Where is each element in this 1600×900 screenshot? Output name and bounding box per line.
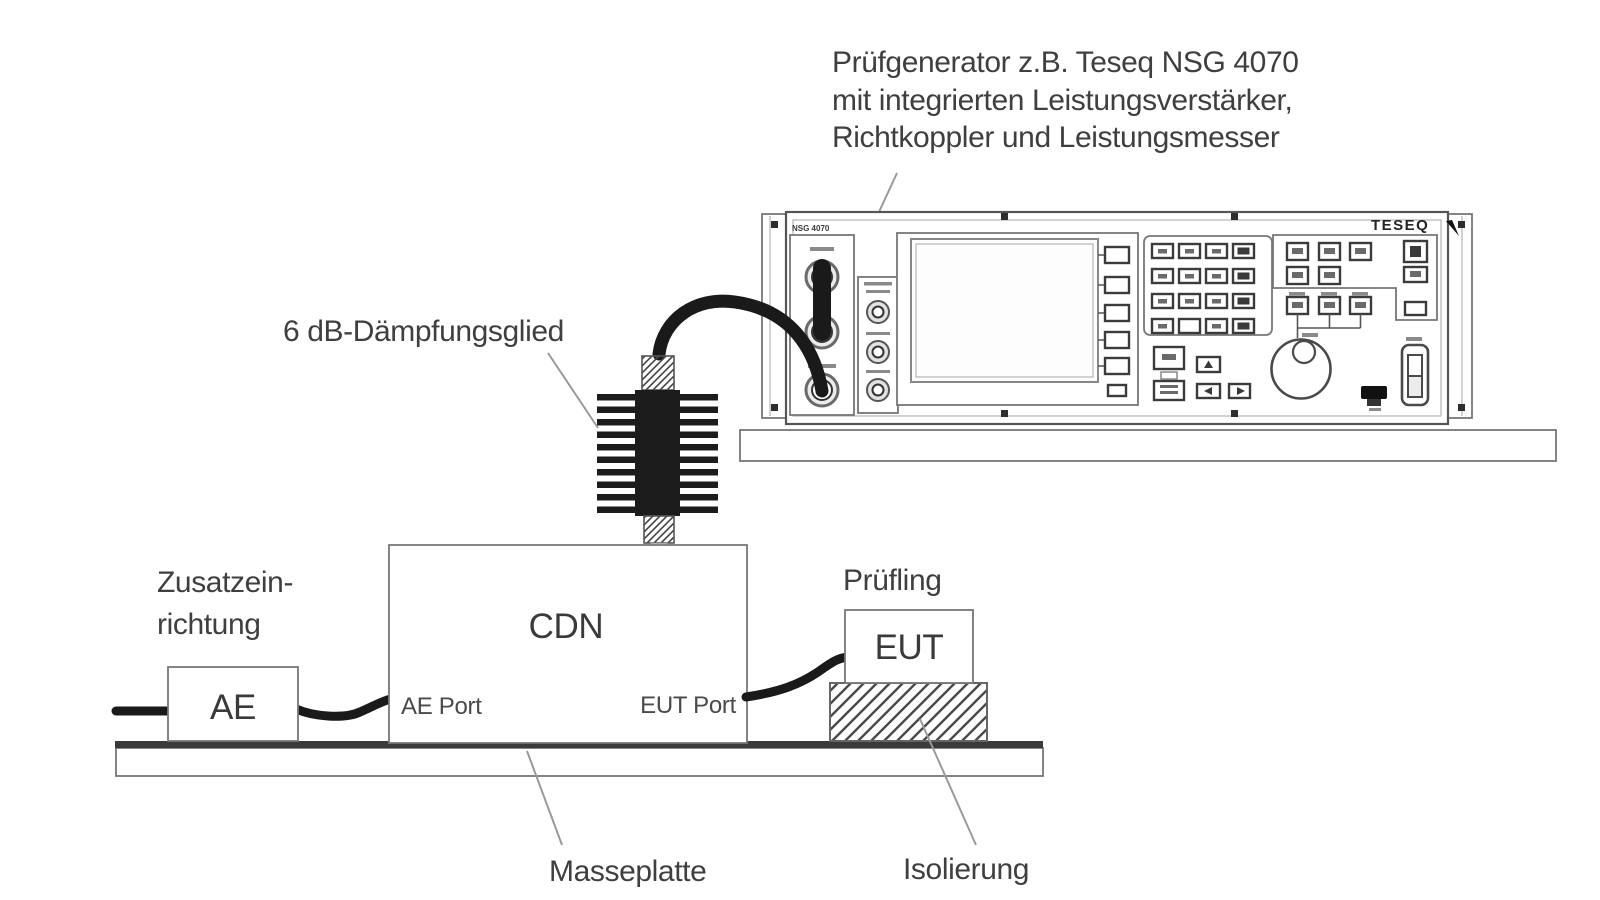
rf-cable <box>652 294 829 398</box>
insulation-label: Isolierung <box>903 853 1029 886</box>
ground-plate <box>115 741 1044 777</box>
attenuator: 6 dB-Dämpfungsglied <box>283 315 718 548</box>
attenuator-body <box>635 390 680 516</box>
auxiliary-label-line-1: Zusatzein- <box>157 566 293 599</box>
ground-plate-label: Masseplatte <box>549 855 706 888</box>
softkey-column <box>1098 245 1131 398</box>
generator-note: Prüfgenerator z.B. Teseq NSG 4070 mit in… <box>832 46 1299 252</box>
rotary-knob <box>1270 338 1332 400</box>
test-generator: TESEQ NSG 4070 <box>761 210 1473 426</box>
insulation-leader-line <box>919 718 977 846</box>
cdn-box <box>388 544 748 744</box>
attenuator-leader-line <box>547 352 599 429</box>
cdn: CDN AE Port EUT Port <box>388 544 748 744</box>
bottom-callouts: Masseplatte Isolierung <box>526 718 1029 888</box>
panel-screw <box>1231 213 1238 220</box>
function-key-panel <box>1272 234 1438 338</box>
attenuator-fins <box>597 394 718 513</box>
rack-ear-right <box>1447 213 1473 419</box>
panel-screw <box>1001 410 1008 417</box>
brand-logo: TESEQ <box>1371 217 1459 236</box>
auxiliary-equipment: Zusatzein- richtung AE <box>111 566 396 742</box>
display-screen <box>896 232 1139 406</box>
ae-port-label: AE Port <box>401 693 482 720</box>
ae-box <box>167 666 299 742</box>
numeric-keypad <box>1143 235 1273 336</box>
panel-screw <box>1001 213 1008 220</box>
dut-label: Prüfling <box>843 564 942 597</box>
note-line-2: mit integrierten Leistungsverstärker, <box>832 84 1292 117</box>
bnc-panel <box>857 276 899 414</box>
rf-jumper-cable <box>813 259 831 341</box>
cdn-label: CDN <box>529 607 604 646</box>
eut-box <box>844 609 974 684</box>
equipment-under-test: Prüfling EUT <box>741 564 988 742</box>
ground-plate-leader-line <box>526 750 563 846</box>
key-group-bracket <box>1296 314 1362 338</box>
note-line-3: Richtkoppler und Leistungsmesser <box>832 121 1280 154</box>
eut-box-label: EUT <box>875 628 944 667</box>
arrow-up-icon <box>1204 360 1213 368</box>
ae-cdn-cable <box>291 694 396 721</box>
ae-box-label: AE <box>210 688 256 727</box>
insulation-block <box>829 682 988 742</box>
model-label: NSG 4070 <box>792 224 830 233</box>
brand-swoosh-icon <box>1446 220 1459 236</box>
power-switch <box>1400 337 1430 407</box>
equipment-shelf <box>739 429 1557 462</box>
eut-cable <box>741 652 853 702</box>
attenuator-connector-top <box>641 355 675 391</box>
auxiliary-label-line-2: richtung <box>157 608 261 641</box>
arrow-right-icon <box>1237 387 1245 395</box>
attenuator-connector-bottom <box>643 515 675 544</box>
arrow-left-icon <box>1204 387 1212 395</box>
attenuator-label: 6 dB-Dämpfungsglied <box>283 315 564 348</box>
usb-port <box>1361 386 1387 411</box>
brand-text: TESEQ <box>1371 217 1429 234</box>
cursor-key-group <box>1152 345 1252 402</box>
panel-screw <box>1231 410 1238 417</box>
eut-port-label: EUT Port <box>640 692 736 719</box>
note-line-1: Prüfgenerator z.B. Teseq NSG 4070 <box>832 46 1299 79</box>
